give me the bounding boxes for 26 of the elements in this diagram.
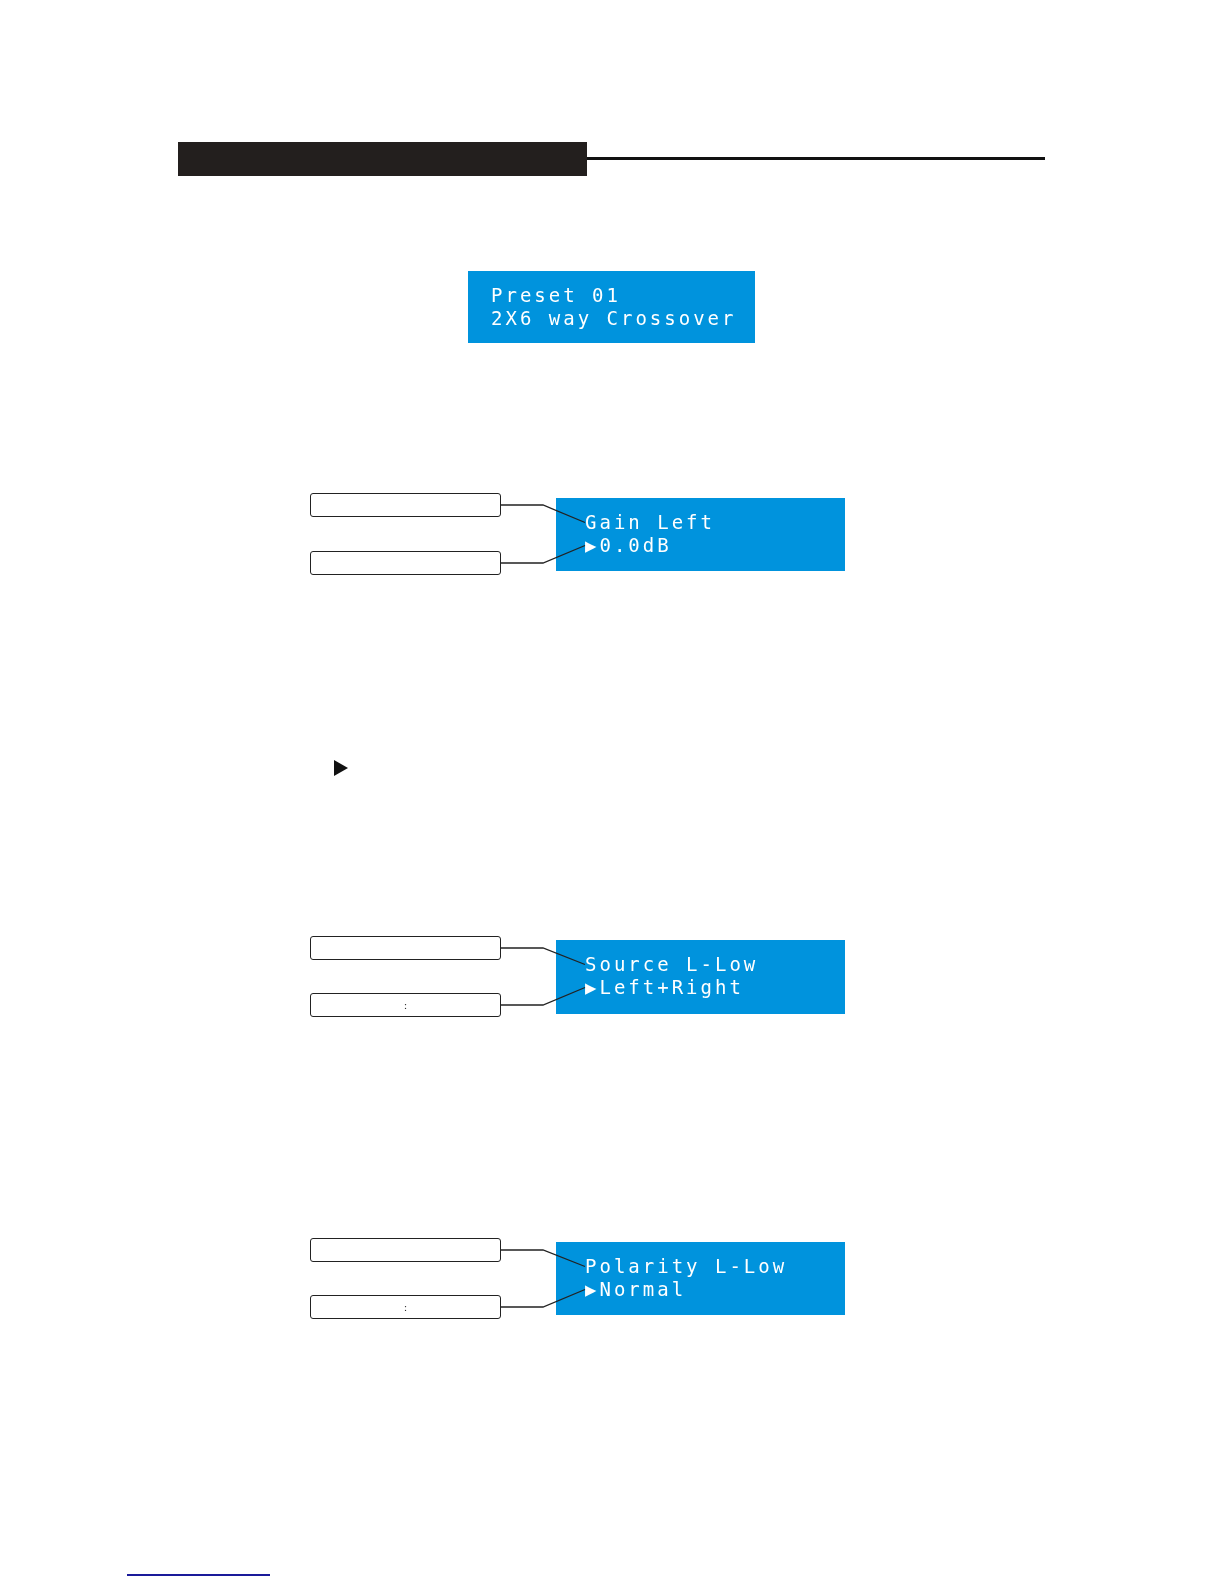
callout-text: : bbox=[403, 1301, 408, 1313]
lcd-display bbox=[556, 1242, 845, 1315]
display-text: Source L-Low bbox=[585, 953, 759, 976]
display-text: Polarity L-Low bbox=[585, 1255, 788, 1278]
display-text: Preset 01 bbox=[491, 284, 621, 307]
leader-line bbox=[500, 544, 586, 564]
leader-line bbox=[500, 504, 586, 524]
callout-box bbox=[310, 1295, 501, 1319]
callout-box bbox=[310, 1238, 501, 1262]
callout-box bbox=[310, 993, 501, 1017]
lcd-display bbox=[556, 940, 845, 1014]
callout-box bbox=[310, 936, 501, 960]
display-text: ▶0.0dB bbox=[585, 534, 672, 557]
display-text: ▶Normal bbox=[585, 1278, 687, 1301]
display-text: Gain Left bbox=[585, 511, 715, 534]
display-text: 2X6 way Crossover bbox=[491, 307, 737, 330]
lcd-display bbox=[468, 271, 755, 343]
callout-box bbox=[310, 493, 501, 517]
leader-line bbox=[500, 986, 586, 1006]
leader-line bbox=[500, 947, 586, 966]
leader-line bbox=[500, 1288, 586, 1308]
leader-line bbox=[500, 1249, 586, 1268]
display-text: ▶Left+Right bbox=[585, 976, 744, 999]
lcd-display bbox=[556, 498, 845, 571]
callout-text: : bbox=[403, 999, 408, 1011]
callout-box bbox=[310, 551, 501, 575]
